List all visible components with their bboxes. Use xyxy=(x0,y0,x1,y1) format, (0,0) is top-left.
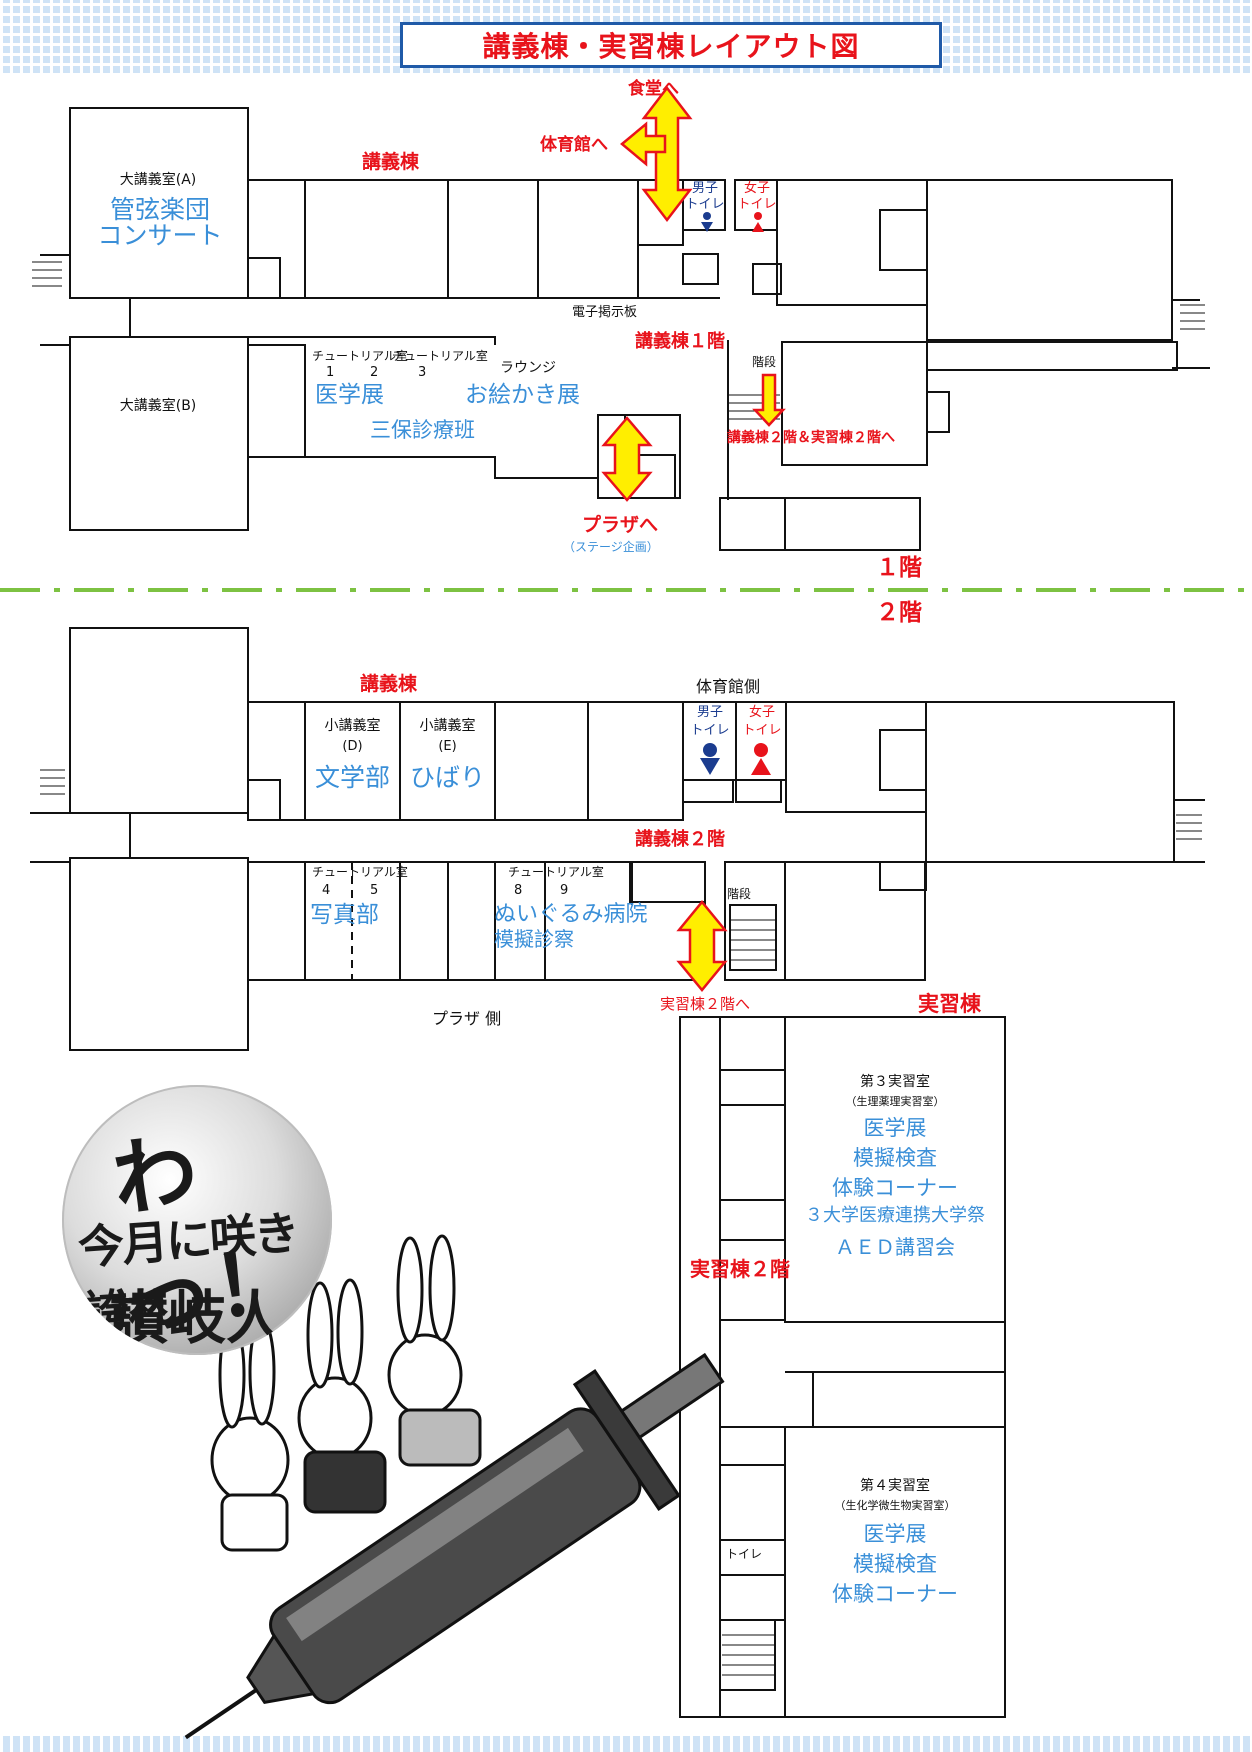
mascot-illustration xyxy=(184,1234,725,1740)
lounge-event: お絵かき展 xyxy=(465,382,580,408)
floor-divider-label-2f: ２階 xyxy=(876,600,922,626)
tutorial-89-event-line2: 模擬診察 xyxy=(494,927,574,951)
tutorial-number-4: 4 xyxy=(322,883,331,898)
plaza-side-label: プラザ 側 xyxy=(432,1009,502,1028)
room-a-name: 大講義室(A) xyxy=(119,172,197,188)
small-room-d-name: 小講義室 xyxy=(324,718,381,734)
small-room-d-code: (D) xyxy=(342,739,363,754)
stairs-f2-label: 階段 xyxy=(727,887,752,901)
lab-room4-sub: （生化学微生物実習室） xyxy=(834,1499,956,1512)
tutorial-header-2: チュートリアル室 xyxy=(392,349,488,363)
lab-room3-event-2: 模擬検査 xyxy=(853,1146,937,1170)
tutorial-number-5: 5 xyxy=(370,883,379,898)
restroom-men-f1-line2: トイレ xyxy=(685,197,725,212)
room-west-f2 xyxy=(69,627,249,814)
tutorial-number-2: 2 xyxy=(370,365,379,380)
room-a-event-line1: 管弦楽団 xyxy=(109,195,210,224)
restroom-women-f1-line1: 女子 xyxy=(743,181,770,196)
tutorial-event-miho-clinic: 三保診療班 xyxy=(370,418,475,442)
lab-room3-event-4: ３大学医療連携大学祭 xyxy=(805,1205,985,1226)
tutorial-number-8: 8 xyxy=(514,883,523,898)
lab-room3-name: 第３実習室 xyxy=(860,1074,930,1090)
label-to-lab-2f: 実習棟２階へ xyxy=(660,995,751,1013)
plaza-stage-note: （ステージ企画） xyxy=(563,540,659,554)
tutorial-45-header: チュートリアル室 xyxy=(312,865,408,879)
restroom-women-f1-line2: トイレ xyxy=(737,197,777,212)
arrow-to-gym-icon xyxy=(620,121,667,167)
lab-room4-event-1: 医学展 xyxy=(863,1522,927,1546)
page-title-text: 講義棟・実習棟レイアウト図 xyxy=(482,30,860,63)
room-a-event-line2: コンサート xyxy=(97,221,223,250)
restroom-women-f2-line2: トイレ xyxy=(742,723,782,738)
room-west2-f2 xyxy=(69,857,249,1051)
page-title: 講義棟・実習棟レイアウト図 xyxy=(400,22,942,68)
lounge-label: ラウンジ xyxy=(500,360,556,376)
restroom-women-f2-line1: 女子 xyxy=(748,705,775,720)
arrow-to-cafeteria-icon xyxy=(641,85,693,223)
restroom-icons xyxy=(700,212,771,775)
lab-room3-event-1: 医学展 xyxy=(863,1116,927,1140)
stairs-f2-box xyxy=(729,904,777,971)
logo-line3: 讃岐人 xyxy=(110,1284,285,1352)
bottom-pattern-band xyxy=(0,1736,1252,1752)
lab-room-3 xyxy=(784,1016,1006,1323)
lab-restroom-label: トイレ xyxy=(726,1547,763,1561)
room-b-name: 大講義室(B) xyxy=(119,398,197,414)
corridor-upper-rooms-f1 xyxy=(247,179,639,299)
stairs-f1-label: 階段 xyxy=(752,355,777,369)
tutorial-89-event-line1: ぬいぐるみ病院 xyxy=(494,902,648,927)
stairs-f1-note: 講義棟２階＆実習棟２階へ xyxy=(727,430,895,446)
restroom-men-f2-line1: 男子 xyxy=(696,705,723,720)
restroom-men-f2-line2: トイレ xyxy=(690,723,730,738)
lab-room3-event-3: 体験コーナー xyxy=(832,1176,958,1200)
small-room-e-event: ひばり xyxy=(409,763,485,792)
bulletin-board-label: 電子掲示板 xyxy=(572,305,638,320)
label-lecture-building-f1: 講義棟 xyxy=(362,151,420,173)
label-to-plaza: プラザへ xyxy=(582,514,659,536)
gym-side-label: 体育館側 xyxy=(696,677,761,696)
arrow-stairs-down-icon xyxy=(752,373,786,427)
lab-room4-event-2: 模擬検査 xyxy=(853,1552,937,1576)
label-to-gym: 体育館へ xyxy=(540,135,608,155)
tutorial-header-1: チュートリアル室 xyxy=(312,349,408,363)
arrow-to-lab-icon xyxy=(676,900,728,992)
restroom-men-f1-line1: 男子 xyxy=(691,181,718,196)
festival-logo-badge: わっ！ 今月に咲き誇れ 讃岐人 xyxy=(62,1085,332,1355)
label-to-cafeteria: 食堂へ xyxy=(628,79,679,99)
room-large-lecture-b xyxy=(69,336,249,531)
arrow-to-plaza-icon xyxy=(601,416,653,502)
lab-room3-event-5: ＡＥＤ講習会 xyxy=(835,1235,955,1259)
tutorial-45-event: 写真部 xyxy=(310,902,379,928)
small-room-e-code: (E) xyxy=(438,739,457,754)
tutorial-number-3: 3 xyxy=(418,365,427,380)
label-lecture-building-f2: 講義棟 xyxy=(360,673,418,695)
floor-divider-label-1f: １階 xyxy=(876,555,922,581)
tutorial-89-header: チュートリアル室 xyxy=(508,865,604,879)
lecture-floor1-label: 講義棟１階 xyxy=(635,331,725,352)
tutorial-number-9: 9 xyxy=(560,883,569,898)
tutorial-event-medical-exhibit: 医学展 xyxy=(315,382,384,408)
lab-room4-name: 第４実習室 xyxy=(860,1478,930,1494)
lab-building-label: 実習棟 xyxy=(918,992,981,1016)
small-room-e-name: 小講義室 xyxy=(419,718,476,734)
lab-room4-event-3: 体験コーナー xyxy=(832,1582,958,1606)
lecture-floor2-label: 講義棟２階 xyxy=(635,829,725,850)
lab-floor2-label: 実習棟２階 xyxy=(690,1257,790,1281)
small-room-d-event: 文学部 xyxy=(314,763,390,792)
lab-room-4 xyxy=(784,1426,1006,1718)
tutorial-number-1: 1 xyxy=(326,365,335,380)
lab-room3-sub: （生理薬理実習室） xyxy=(845,1095,945,1108)
